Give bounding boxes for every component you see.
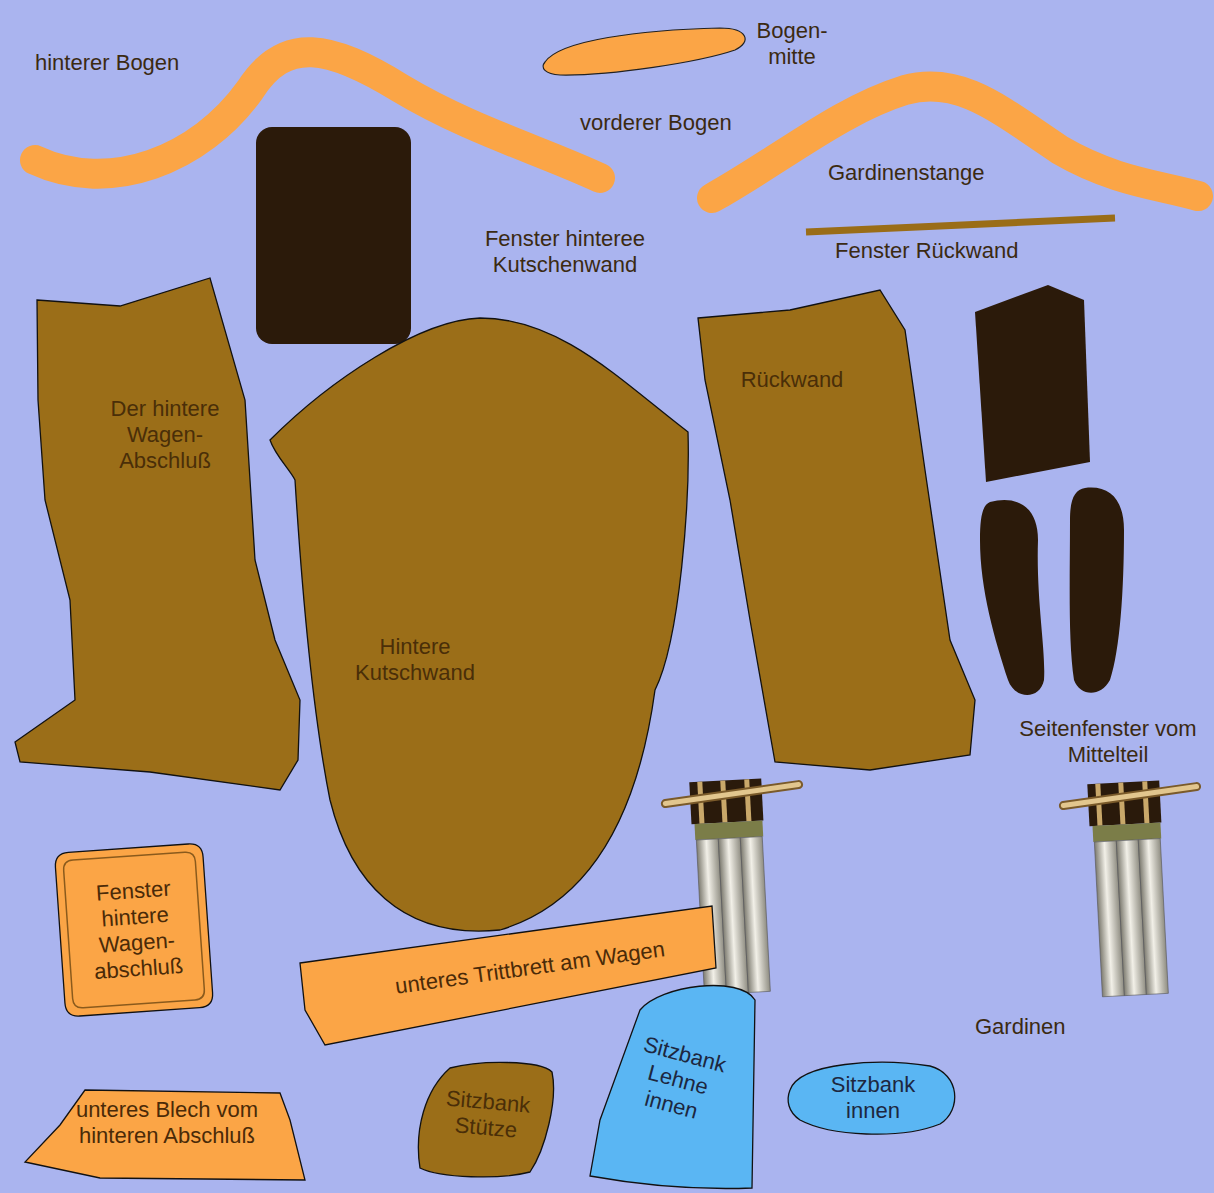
text-holder: Hintere Kutschwand (330, 634, 500, 686)
text-holder: Rückwand (722, 367, 862, 393)
part-label: Gardinen (975, 1014, 1095, 1040)
part-shape (270, 318, 688, 931)
back-wall: Rückwand (690, 280, 985, 780)
part-outline (265, 310, 695, 940)
part-border (63, 852, 205, 1009)
part-shape (54, 843, 213, 1017)
bench-seat: Sitzbank innen (780, 1055, 965, 1145)
side-window (1070, 488, 1124, 693)
part-label: Bogen- mitte (748, 18, 836, 70)
bench-backrest: Sitzbank Lehne innen (580, 970, 765, 1193)
back-wall-window (975, 285, 1090, 482)
part-label: Fenster hinteree Kutschenwand (460, 226, 670, 278)
part-name: Sitzbank innen (818, 1072, 928, 1124)
part-shape (788, 1062, 955, 1134)
part-label: vorderer Bogen (580, 110, 780, 136)
side-window (980, 500, 1044, 695)
part-outline (690, 280, 985, 780)
part-shape (25, 1090, 305, 1180)
text-holder: Sitzbank innen (818, 1072, 928, 1124)
arch-middle (543, 28, 745, 75)
part-label: hinterer Bogen (35, 50, 235, 76)
text-holder: Sitzbank Stütze (430, 1084, 544, 1145)
text-holder: Fenster hintere Wagen- abschluß (74, 874, 199, 986)
part-label: Fenster Rückwand (835, 238, 1075, 264)
text-holder: Der hintere Wagen- Abschluß (95, 396, 235, 474)
curtain-rod (806, 218, 1115, 232)
part-shape (418, 1062, 553, 1177)
part-outline (10, 270, 310, 800)
lower-plate: unteres Blech vom hinteren Abschluß (15, 1082, 315, 1187)
bench-support: Sitzbank Stütze (412, 1058, 562, 1183)
part-shape (698, 290, 975, 770)
part-name: Rückwand (722, 367, 862, 393)
part-name: Hintere Kutschwand (330, 634, 500, 686)
part-label: Seitenfenster vom Mittelteil (1008, 716, 1208, 768)
curtain (1062, 779, 1207, 999)
rear-closure-panel: Der hintere Wagen- Abschluß (10, 270, 310, 800)
part-label: Gardinenstange (828, 160, 1028, 186)
part-shape (15, 278, 300, 790)
part-name: Der hintere Wagen- Abschluß (95, 396, 235, 474)
text-holder: unteres Blech vom hinteren Abschluß (50, 1097, 285, 1149)
rear-coach-wall: Hintere Kutschwand (265, 310, 695, 940)
part-name: Fenster hintere Wagen- abschluß (74, 874, 199, 986)
part-name: Sitzbank Stütze (430, 1084, 544, 1145)
rear-wall-window (256, 127, 411, 344)
front-arch (712, 86, 1198, 198)
part-shape (590, 986, 755, 1189)
closure-window: Fenster hintere Wagen- abschluß (50, 835, 220, 1025)
part-name: unteres Blech vom hinteren Abschluß (50, 1097, 285, 1149)
